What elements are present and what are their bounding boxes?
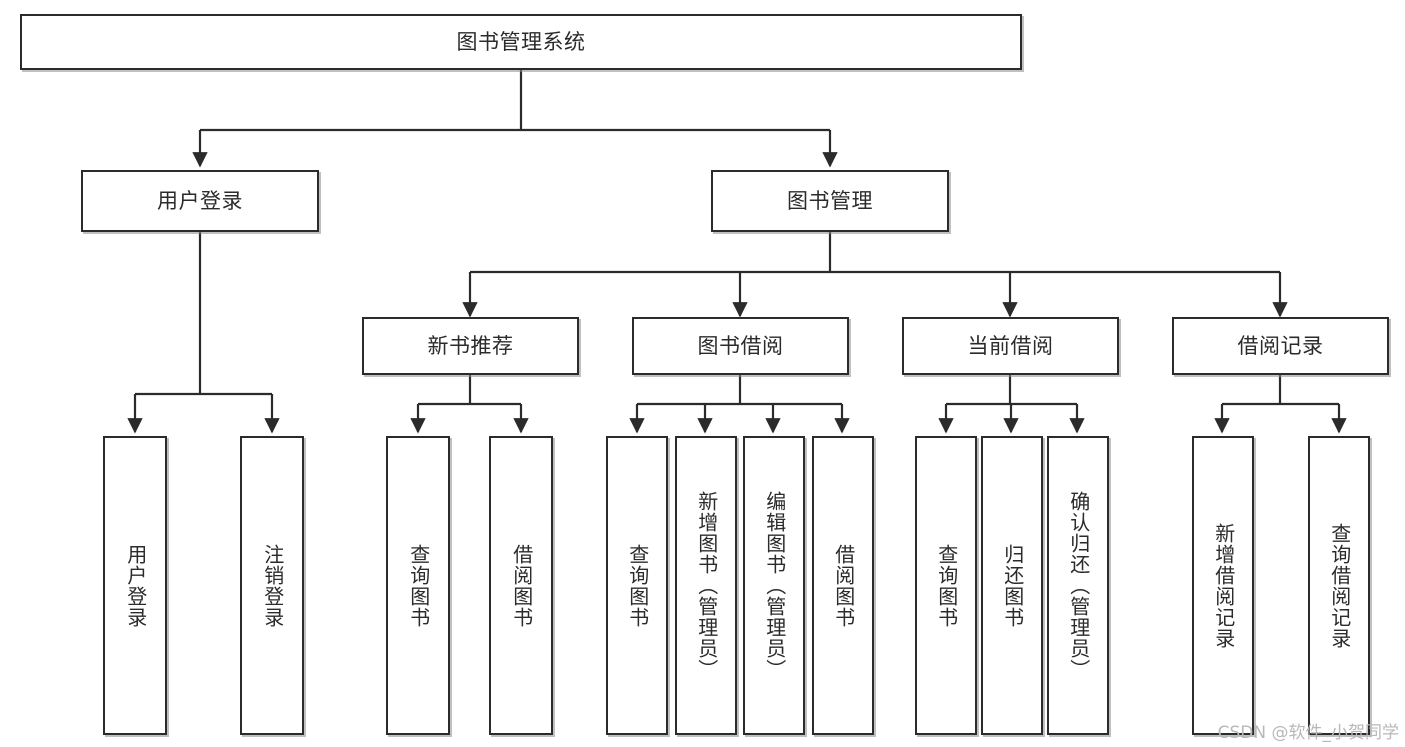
node-leaf-add-borrow-record[interactable]: 新增借阅记录 — [1192, 436, 1254, 735]
node-label: 借阅记录 — [1237, 333, 1324, 358]
node-label: 归还图书 — [1000, 543, 1025, 628]
node-current-borrowing[interactable]: 当前借阅 — [902, 317, 1119, 375]
node-leaf-query-book-3[interactable]: 查询图书 — [915, 436, 977, 735]
node-label: 新书推荐 — [427, 333, 514, 358]
node-label: 新增借阅记录 — [1211, 522, 1236, 649]
node-label: 新增图书（管理员） — [694, 491, 719, 680]
node-label: 用户登录 — [157, 188, 243, 213]
node-leaf-confirm-return-admin[interactable]: 确认归还（管理员） — [1047, 436, 1109, 735]
node-book-management[interactable]: 图书管理 — [711, 170, 949, 232]
node-label: 借阅图书 — [831, 543, 856, 628]
node-user-login[interactable]: 用户登录 — [81, 170, 319, 232]
node-label: 确认归还（管理员） — [1066, 491, 1091, 680]
node-leaf-edit-book-admin[interactable]: 编辑图书（管理员） — [743, 436, 805, 735]
node-label: 查询借阅记录 — [1327, 522, 1352, 649]
node-leaf-add-book-admin[interactable]: 新增图书（管理员） — [675, 436, 737, 735]
node-leaf-borrow-book-2[interactable]: 借阅图书 — [812, 436, 874, 735]
node-label: 查询图书 — [934, 543, 959, 628]
node-leaf-return-book[interactable]: 归还图书 — [981, 436, 1043, 735]
node-borrowing-record[interactable]: 借阅记录 — [1172, 317, 1389, 375]
node-label: 图书管理系统 — [456, 29, 586, 54]
node-book-management-system[interactable]: 图书管理系统 — [20, 14, 1022, 70]
node-leaf-query-book-2[interactable]: 查询图书 — [606, 436, 668, 735]
node-leaf-query-borrow-record[interactable]: 查询借阅记录 — [1308, 436, 1370, 735]
node-label: 注销登录 — [260, 543, 285, 628]
node-leaf-user-login[interactable]: 用户登录 — [103, 436, 167, 735]
node-new-book-recommendation[interactable]: 新书推荐 — [362, 317, 579, 375]
node-label: 借阅图书 — [509, 543, 534, 628]
node-leaf-logout[interactable]: 注销登录 — [240, 436, 304, 735]
node-leaf-borrow-book-1[interactable]: 借阅图书 — [489, 436, 553, 735]
node-label: 图书借阅 — [697, 333, 784, 358]
node-label: 用户登录 — [123, 543, 148, 628]
node-leaf-query-book-1[interactable]: 查询图书 — [386, 436, 450, 735]
node-label: 图书管理 — [787, 188, 873, 213]
node-label: 当前借阅 — [967, 333, 1054, 358]
node-label: 查询图书 — [406, 543, 431, 628]
node-label: 编辑图书（管理员） — [762, 491, 787, 680]
node-book-borrowing[interactable]: 图书借阅 — [632, 317, 849, 375]
node-label: 查询图书 — [625, 543, 650, 628]
